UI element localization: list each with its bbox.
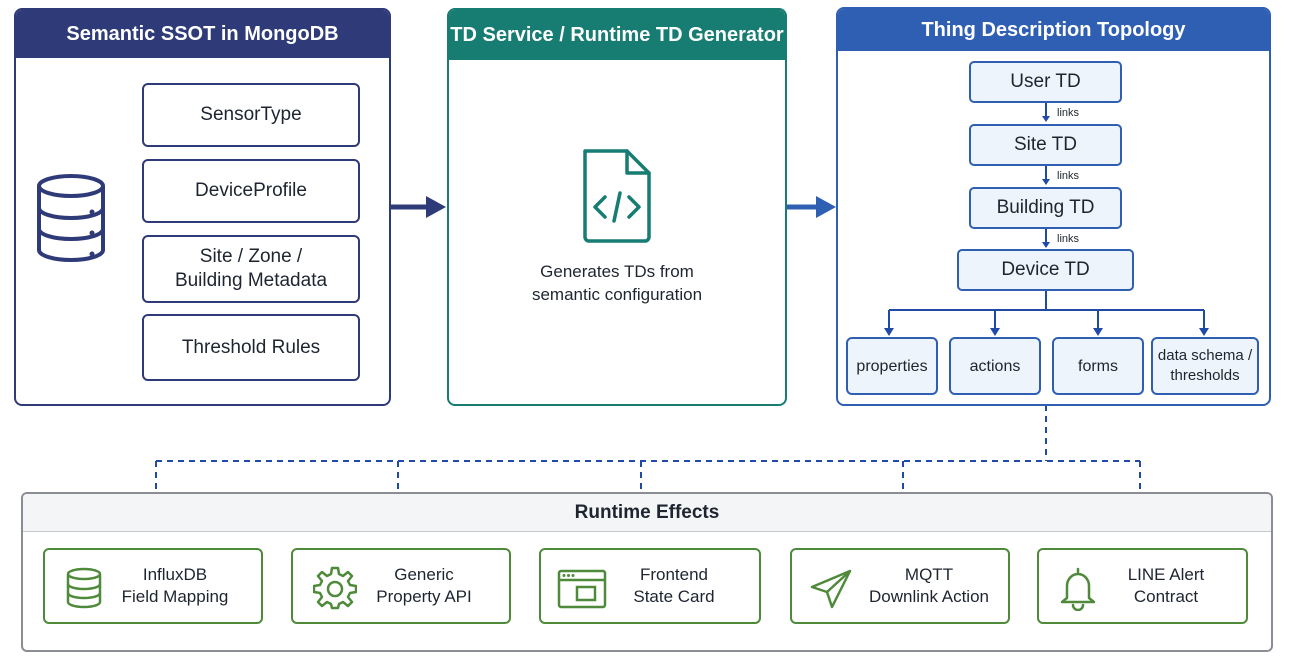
td-node-building: Building TD <box>969 187 1122 229</box>
database-icon <box>37 174 105 262</box>
ssot-item-threshold-rules: Threshold Rules <box>142 314 360 381</box>
td-node-user: User TD <box>969 61 1122 103</box>
bell-icon <box>1060 567 1096 611</box>
runtime-effects-header <box>23 494 1271 532</box>
td-leaf-forms: forms <box>1052 337 1144 395</box>
td-topology-panel-header: Thing Description Topology <box>838 9 1269 51</box>
td-service-caption: Generates TDs from semantic configuratio… <box>531 262 703 304</box>
effect-card-influxdb-field-mapping: InfluxDB Field Mapping <box>43 548 263 624</box>
database-icon <box>66 567 102 609</box>
effect-label: Frontend State Card <box>633 565 715 606</box>
effect-card-frontend-state-card: Frontend State Card <box>539 548 761 624</box>
ssot-item-site-zone-building-metadata: Site / Zone / Building Metadata <box>142 235 360 303</box>
td-node-site: Site TD <box>969 124 1122 166</box>
ssot-item-sensortype: SensorType <box>142 83 360 147</box>
td-topology-panel-title: Thing Description Topology <box>921 18 1186 41</box>
td-link-label: links <box>1057 233 1080 245</box>
td-service-panel-header: TD Service / Runtime TD Generator <box>449 10 785 60</box>
td-link-arrows <box>1042 103 1050 248</box>
td-service-panel-title: TD Service / Runtime TD Generator <box>450 23 784 46</box>
ssot-panel-header: Semantic SSOT in MongoDB <box>16 10 389 58</box>
ssot-panel: Semantic SSOT in MongoDB SensorType Devi… <box>14 8 391 406</box>
ssot-to-service-arrow <box>390 196 446 218</box>
send-icon <box>810 569 852 609</box>
td-service-panel: TD Service / Runtime TD Generator Genera… <box>447 8 787 406</box>
runtime-effects-title: Runtime Effects <box>574 502 720 523</box>
td-link-label: links <box>1057 170 1080 182</box>
td-leaf-data-schema-thresholds: data schema / thresholds <box>1151 337 1259 395</box>
ssot-item-deviceprofile: DeviceProfile <box>142 159 360 223</box>
td-leaf-properties: properties <box>846 337 938 395</box>
browser-window-icon <box>557 569 607 609</box>
effect-label: Generic Property API <box>376 565 472 606</box>
gear-icon <box>313 566 357 610</box>
td-link-label: links <box>1057 107 1080 119</box>
device-td-tree <box>884 291 1209 336</box>
code-file-icon <box>583 149 651 243</box>
effect-card-mqtt-downlink-action: MQTT Downlink Action <box>790 548 1010 624</box>
effect-label: LINE Alert Contract <box>1127 565 1205 606</box>
service-to-topology-arrow <box>787 196 836 218</box>
td-node-device: Device TD <box>957 249 1134 291</box>
effect-card-line-alert-contract: LINE Alert Contract <box>1037 548 1248 624</box>
effect-card-generic-property-api: Generic Property API <box>291 548 511 624</box>
td-topology-panel: Thing Description Topology <box>836 7 1271 406</box>
td-leaf-actions: actions <box>949 337 1041 395</box>
ssot-panel-title: Semantic SSOT in MongoDB <box>66 22 339 45</box>
effect-label: MQTT Downlink Action <box>868 565 989 606</box>
effect-label: InfluxDB Field Mapping <box>121 565 229 606</box>
